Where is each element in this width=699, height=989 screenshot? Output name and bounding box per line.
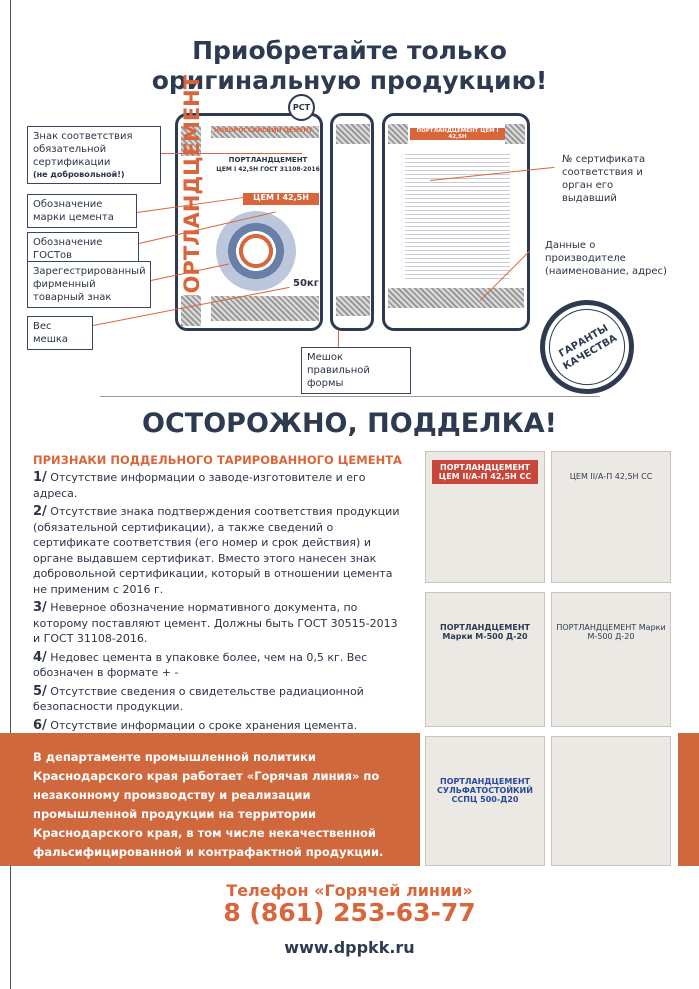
hotline-info: В департаменте промышленной политики Кра… <box>33 750 384 859</box>
leader-line <box>161 153 302 154</box>
bag-side <box>330 113 374 331</box>
grade-badge: ЦЕМ I 42,5Н <box>243 193 319 205</box>
list-item: 2/ Отсутствие знака подтверждения соотве… <box>33 504 400 596</box>
hotline-band-right <box>678 733 699 866</box>
trademark-logo <box>216 211 296 291</box>
label-grade: Обозначение марки цемента <box>27 194 137 228</box>
fake-bag-photo: ЦЕМ II/А-П 42,5Н СС <box>551 451 671 583</box>
weight-mark: 50кг <box>293 278 319 289</box>
list-item: 3/ Неверное обозначение нормативного док… <box>33 600 398 645</box>
bag-front: НОВОРОССИЙСКИЙ ЦЕМЕНТ ПОРТЛАНДЦЕМЕНТ ПОР… <box>175 74 323 331</box>
list-item: 1/ Отсутствие информации о заводе-изгото… <box>33 470 366 500</box>
phone-label: Телефон «Горячей линии» <box>226 881 473 900</box>
vertical-brand: ПОРТЛАНДЦЕМЕНТ <box>180 74 204 311</box>
bag-back: ПОРТЛАНДЦЕМЕНТ ЦЕМ I 42,5Н <box>382 113 530 331</box>
hotline-band <box>0 733 420 866</box>
label-gost: Обозначение ГОСТов <box>27 232 139 266</box>
fake-bag-photo <box>551 736 671 866</box>
fake-bag-photo: ПОРТЛАНДЦЕМЕНТ ЦЕМ II/А-П 42,5Н СС <box>425 451 545 583</box>
divider <box>100 396 600 397</box>
pct-certification-icon: РСТ <box>288 94 315 121</box>
label-cert-mark: Знак соответствия обязательной сертифика… <box>27 126 161 184</box>
list-item: 4/ Недовес цемента в упаковке более, чем… <box>33 649 368 680</box>
phone-number[interactable]: 8 (861) 253-63-77 <box>223 898 476 927</box>
product-name: ПОРТЛАНДЦЕМЕНТ <box>228 156 308 164</box>
fake-bag-photo: ПОРТЛАНДЦЕМЕНТ Марки М-500 Д-20 <box>551 592 671 727</box>
quality-stamp: ГАРАНТЫ КАЧЕСТВА <box>522 282 652 412</box>
left-border <box>10 0 11 989</box>
fake-bag-photo: ПОРТЛАНДЦЕМЕНТ СУЛЬФАТОСТОЙКИЙ ССПЦ 500-… <box>425 736 545 866</box>
brand-band: НОВОРОССИЙСКИЙ ЦЕМЕНТ <box>214 127 313 134</box>
fake-bag-photo: ПОРТЛАНДЦЕМЕНТ Марки М-500 Д-20 <box>425 592 545 727</box>
leader-line <box>338 330 339 348</box>
label-trademark: Зарегестрированный фирменный товарный зн… <box>27 261 151 308</box>
info-block <box>405 151 510 281</box>
list-item: 6/ Отсутствие информации о сроке хранени… <box>33 717 358 733</box>
label-weight: Вес мешка <box>27 316 93 350</box>
warning-title: ОСТОРОЖНО, ПОДДЕЛКА! <box>142 408 557 439</box>
website-link[interactable]: www.dppkk.ru <box>284 938 415 957</box>
label-cert-number: № сертификата соответствия и орган его в… <box>562 154 646 204</box>
product-spec: ЦЕМ I 42,5Н ГОСТ 31108-2016 <box>216 166 320 173</box>
signs-subtitle: ПРИЗНАКИ ПОДДЕЛЬНОГО ТАРИРОВАННОГО ЦЕМЕН… <box>33 453 402 467</box>
list-item: 5/ Отсутствие сведения о свидетельстве р… <box>33 683 364 714</box>
signs-list: 1/ Отсутствие информации о заводе-изгото… <box>33 470 403 736</box>
brand-band: ПОРТЛАНДЦЕМЕНТ ЦЕМ I 42,5Н <box>410 128 505 140</box>
label-manufacturer: Данные о производителе (наименование, ад… <box>545 240 667 277</box>
label-bag-shape: Мешок правильной формы <box>301 347 411 394</box>
